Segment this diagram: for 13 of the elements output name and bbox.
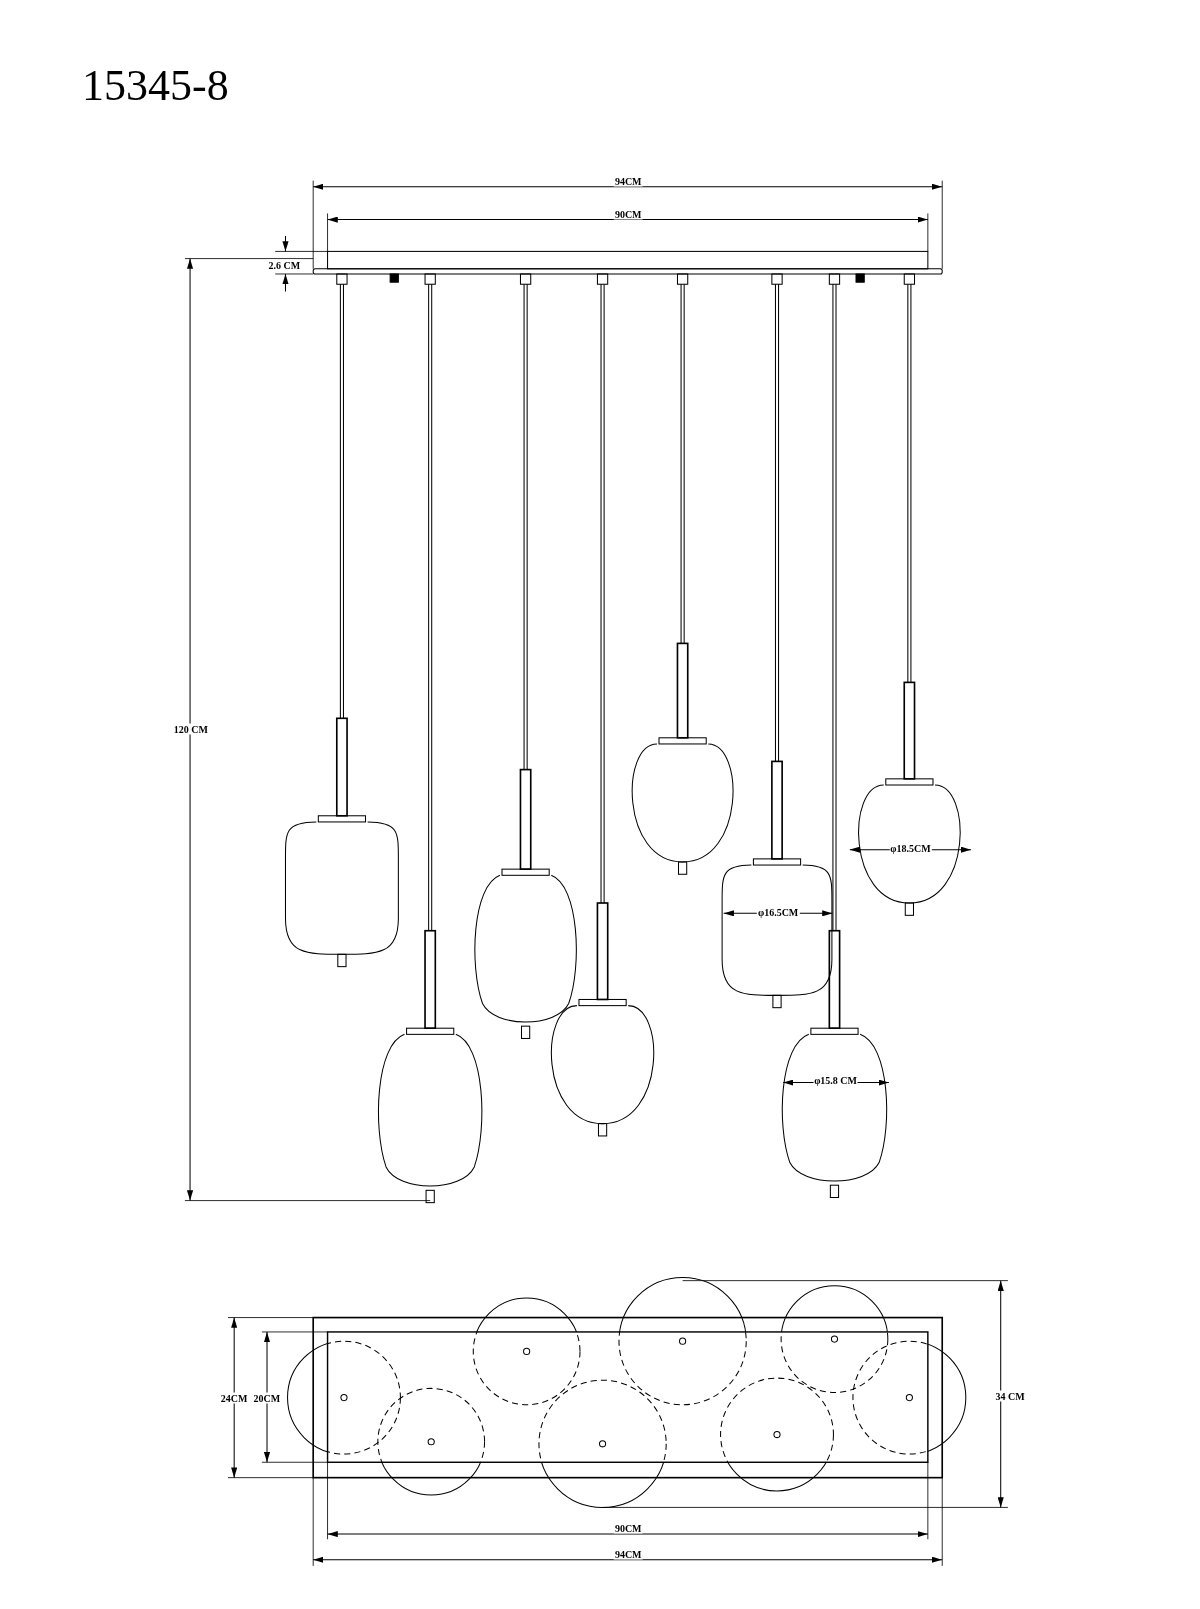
dimension-label: 34 CM	[994, 1390, 1026, 1402]
model-number-title: 15345-8	[82, 60, 229, 111]
dimension-label: 90CM	[613, 208, 643, 219]
dimension-label: 90CM	[613, 1523, 643, 1534]
diameter-label: φ15.8 CM	[813, 1074, 859, 1086]
diameter-label: φ16.5CM	[756, 906, 800, 918]
dimension-label: 120 CM	[172, 723, 209, 735]
dimension-label: 2.6 CM	[267, 259, 302, 271]
diameter-label: φ18.5CM	[889, 842, 932, 854]
dimension-label: 20CM	[252, 1392, 282, 1404]
dimension-label: 24CM	[219, 1392, 249, 1404]
dimension-label: 94CM	[613, 1548, 643, 1560]
dimension-label: 94CM	[613, 175, 643, 187]
